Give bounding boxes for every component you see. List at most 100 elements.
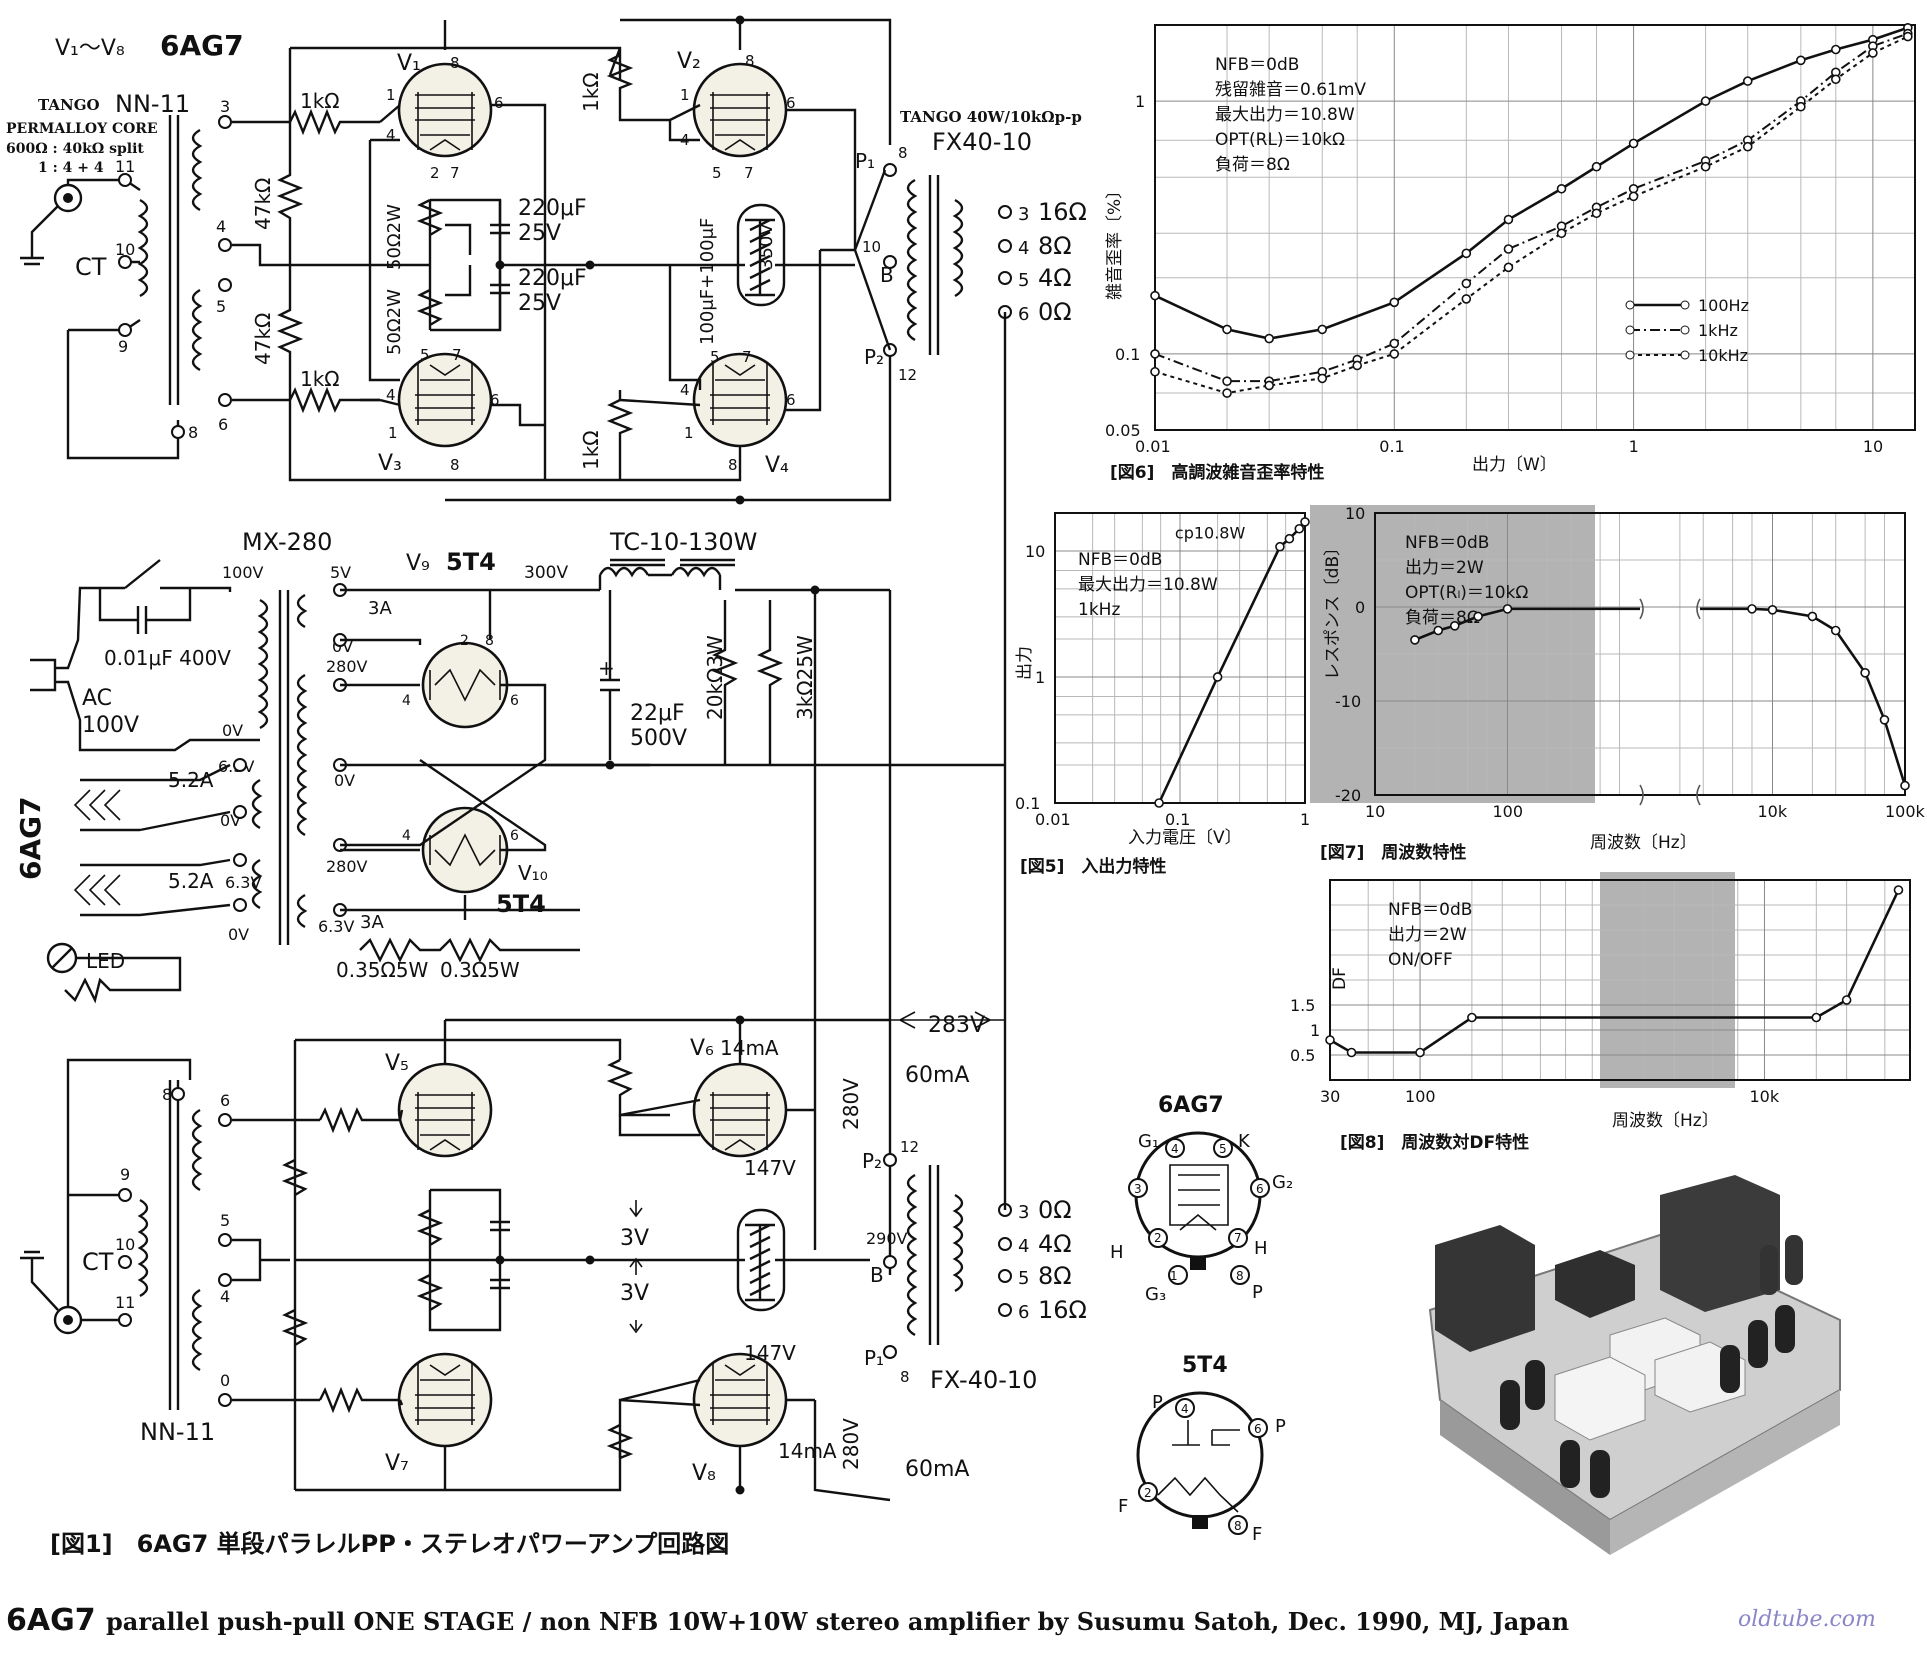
data-point (1556, 183, 1567, 194)
input-ground-lower (20, 1250, 59, 1311)
input-transformer-brand: TANGO (38, 96, 100, 114)
legend-marker (1680, 300, 1690, 310)
x-tick-label: 10k (1758, 802, 1788, 821)
p2-label: P₂ (864, 345, 884, 369)
y-tick-label: 1 (1035, 668, 1045, 687)
pin-label: 6 (220, 1091, 230, 1110)
x-tick-label: 0.01 (1035, 810, 1071, 829)
input-transformer-ratio: 1 : 4 + 4 (38, 160, 104, 176)
pin-5 (218, 1233, 232, 1247)
pin-label: 4 (1018, 1236, 1029, 1257)
data-point (1389, 349, 1400, 359)
otx-tap (998, 239, 1012, 253)
basing-pin-num: 2 (1144, 1486, 1152, 1500)
power-supply-schematic: MX-280 TC-10-130W V₉ 5T4 300V 100V 0V 5V… (14, 528, 1005, 1275)
grid-resistors-lower (318, 1106, 400, 1414)
b-plus-bus (545, 590, 1005, 1275)
v10-type: 5T4 (496, 890, 546, 918)
pin-5 (218, 278, 232, 292)
v100-label: 100V (222, 563, 264, 582)
basing-pin (1148, 1228, 1168, 1248)
b-label: B (870, 1263, 884, 1287)
speaker-tap-label: 16Ω (1038, 1296, 1087, 1324)
data-point (1317, 373, 1328, 384)
plate-voltage: 280V (839, 1078, 863, 1130)
data-point (1154, 798, 1164, 808)
tube-pin: 1 (386, 86, 396, 104)
pin-0 (218, 1393, 232, 1407)
basing-pin-num: 5 (1219, 1142, 1227, 1156)
bleeder-resistors (711, 600, 784, 720)
pt-term (233, 853, 247, 867)
rectifier-glass (1785, 1235, 1803, 1285)
tube-v4 (692, 352, 788, 448)
tube-pin: 6 (490, 391, 500, 409)
basing-pin-label: P (1275, 1416, 1286, 1437)
coupling-capacitor-lower-body (730, 1223, 870, 1302)
resistor-1k-grid (288, 386, 380, 414)
tube-glass (1590, 1450, 1610, 1498)
tube-v7 (397, 1352, 493, 1448)
input-primary-coil (137, 198, 149, 298)
x-axis-label: 周波数〔Hz〕 (1612, 1111, 1719, 1131)
power-switch-cap[interactable] (98, 559, 232, 634)
resistor-1k-grid (288, 108, 380, 136)
basing-pin-num: 8 (1236, 1269, 1244, 1283)
data-point (1284, 533, 1295, 544)
basing-electrodes (1157, 1420, 1240, 1513)
otx-pin (883, 1255, 897, 1269)
pin-8 (171, 1087, 185, 1101)
ac-voltage: 100V (82, 713, 139, 738)
tube-glass (1500, 1380, 1520, 1430)
pin-11 (118, 1313, 132, 1327)
x-tick-label: 0.01 (1135, 437, 1171, 456)
cathode-voltage: 3V (620, 1226, 649, 1251)
footer-title-bold: 6AG7 (6, 1603, 96, 1638)
heater-bus (80, 778, 140, 917)
current-3a: 3A (360, 912, 384, 933)
output-transformer-model: FX40-10 (932, 128, 1032, 156)
data-point (1352, 360, 1363, 371)
x-axis-label: 入力電圧〔V〕 (1128, 828, 1242, 848)
tube-pin: 6 (786, 391, 796, 409)
resistor-label: 50Ω2W (384, 204, 405, 270)
input-primary-leads (68, 179, 141, 332)
y-tick-label: 10 (1025, 542, 1045, 561)
junction (585, 1255, 595, 1265)
tube-label-v6: V₆ (690, 1036, 714, 1061)
basing-title: 5T4 (1182, 1353, 1228, 1378)
data-point (1222, 376, 1232, 386)
pin-10 (118, 1255, 132, 1269)
v9-type: 5T4 (446, 548, 496, 576)
input-transformer-spec: 600Ω : 40kΩ split (6, 141, 144, 157)
tube-pin: 1 (388, 424, 398, 442)
data-point (1700, 161, 1711, 172)
input-transformer-model: NN-11 (115, 90, 190, 118)
y-tick-label: 1 (1135, 92, 1145, 111)
x-tick-label: 1 (1629, 437, 1639, 456)
chart-annotation: 出力＝2W (1388, 925, 1467, 945)
series-line (1700, 607, 1907, 786)
chart-annotation: 負荷＝8Ω (1215, 155, 1290, 175)
voltage-arrows (629, 1200, 643, 1334)
otx-secondary-coil (952, 198, 964, 298)
pin-label: 8 (188, 423, 198, 442)
pin-label: 4 (1018, 238, 1029, 259)
bias-voltage: 147V (744, 1156, 796, 1180)
tube-label-v4: V₄ (765, 453, 789, 478)
pin-label: 5 (216, 297, 226, 316)
resistor-label: 1kΩ (300, 89, 340, 113)
otx-pin (883, 1345, 897, 1359)
b-plus-current: 60mA (905, 1063, 969, 1088)
speaker-tap-label: 4Ω (1038, 264, 1072, 292)
tube-pin: 7 (742, 348, 752, 366)
cathode-pot-wipers (445, 223, 472, 297)
ct-label: CT (75, 253, 107, 281)
pt-term (233, 758, 247, 772)
y-axis-label: 出力 (1015, 646, 1035, 680)
input-transformer-core: PERMALLOY CORE (6, 121, 158, 137)
cathode-bias-resistors (416, 198, 502, 332)
input-wires (66, 178, 180, 460)
clip-point-label: cp10.8W (1175, 524, 1246, 543)
